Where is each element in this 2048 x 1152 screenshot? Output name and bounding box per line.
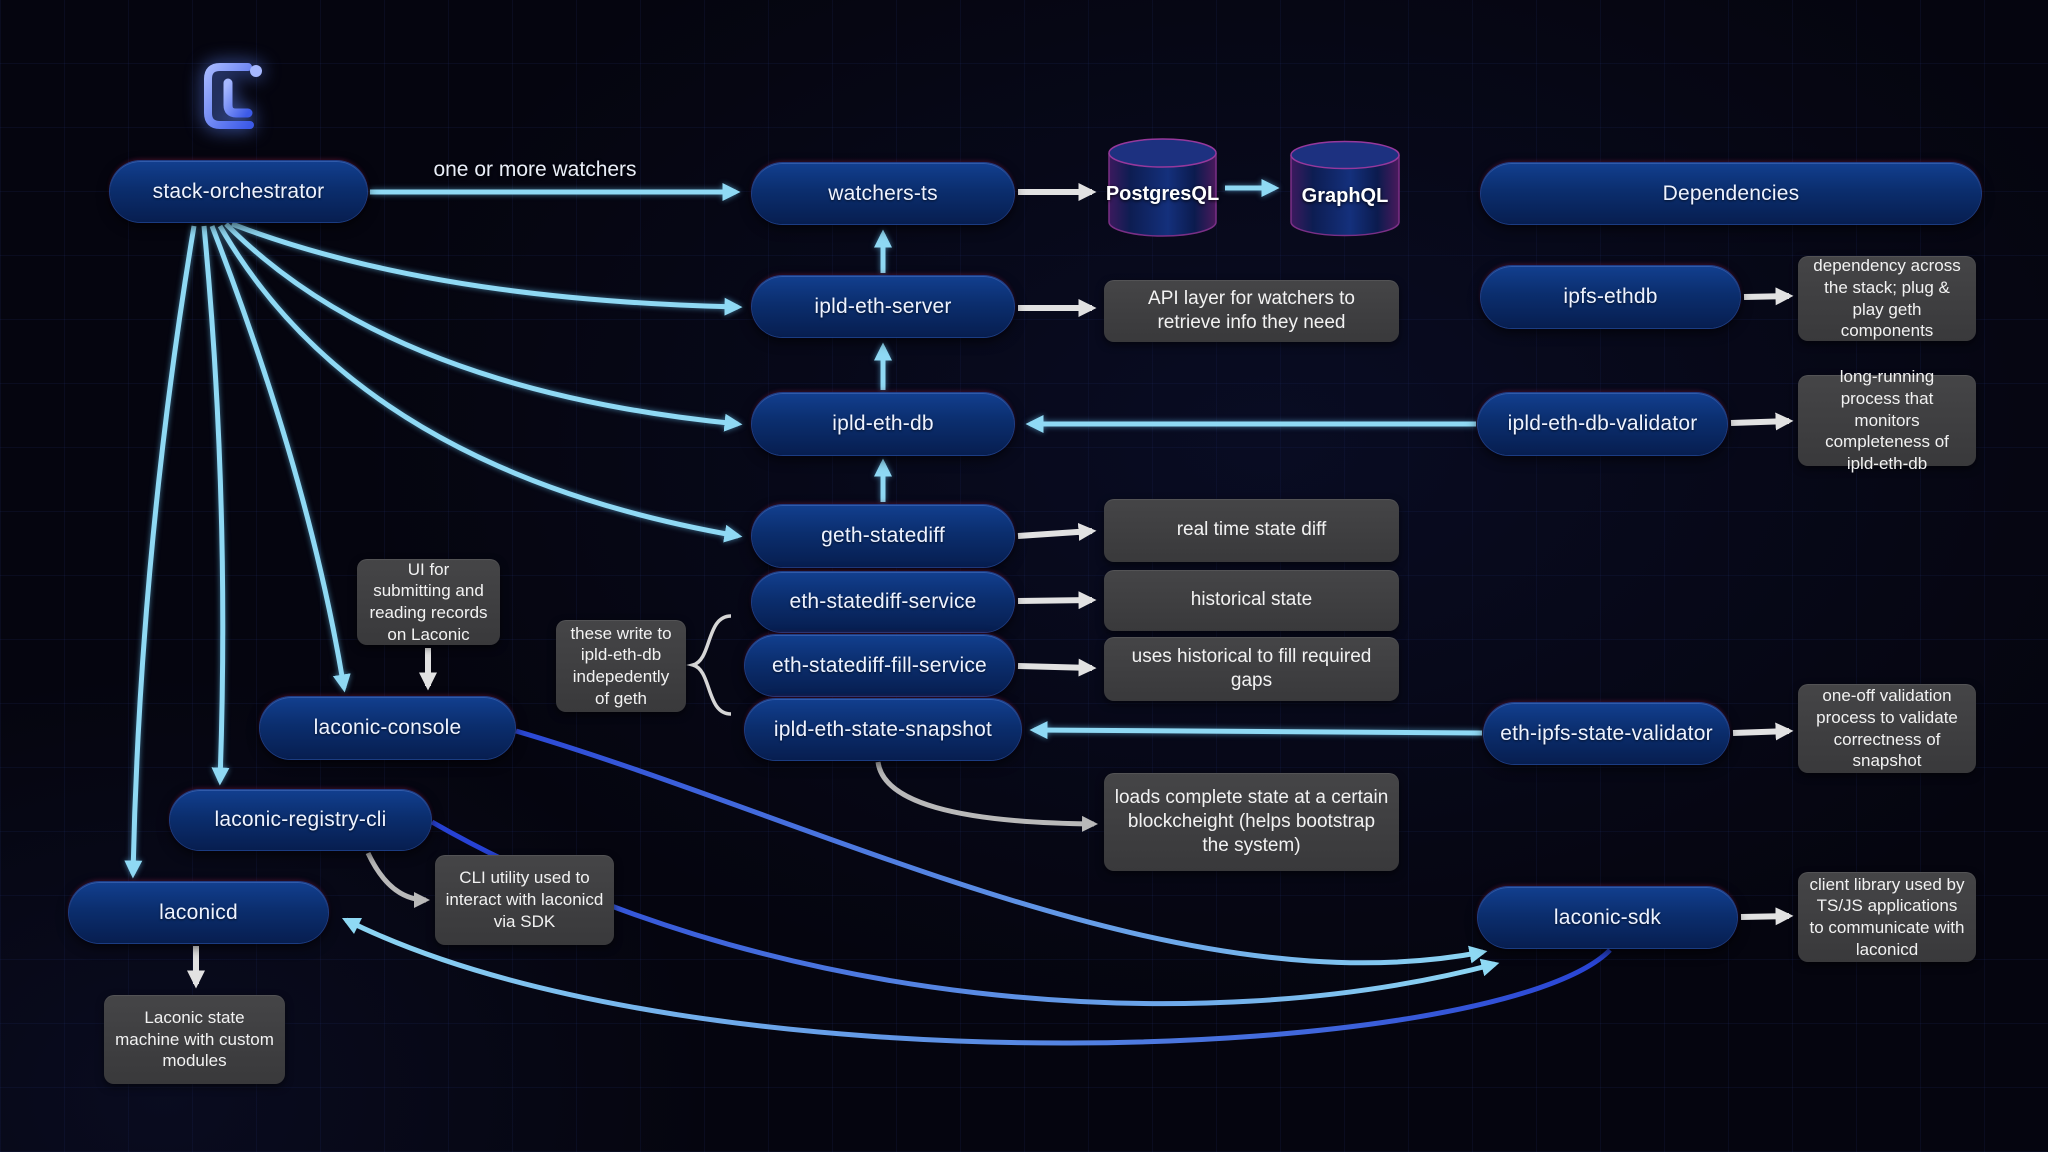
arrow-sdk-to-laconicd xyxy=(341,917,1612,1046)
node-eth-ipfs-state-validator: eth-ipfs-state-validator xyxy=(1484,703,1729,764)
note-dependency-across: dependency across the stack; plug & play… xyxy=(1798,256,1976,341)
arrows-validators xyxy=(1025,415,1483,740)
arrow-registry-to-cli-note xyxy=(365,851,430,908)
node-stack-orchestrator: stack-orchestrator xyxy=(110,161,367,222)
arrow-ipfs-ethdb-to-note xyxy=(1743,287,1794,306)
node-laconicd: laconicd xyxy=(69,882,328,943)
arrow-stack-to-geth-statediff xyxy=(217,224,743,543)
arrow-fill-to-gaps-note xyxy=(1017,658,1097,677)
arrow-state-validator-to-note xyxy=(1732,722,1794,741)
node-geth-statediff: geth-statediff xyxy=(752,505,1014,567)
note-real-time-state-diff: real time state diff xyxy=(1104,499,1399,562)
arrows-middle-column xyxy=(874,179,1280,502)
note-api-layer: API layer for watchers to retrieve info … xyxy=(1104,280,1399,342)
arrows-annotations xyxy=(187,183,1794,989)
note-long-running: long-running process that monitors compl… xyxy=(1798,367,1976,473)
database-postgresql: PostgresQL xyxy=(1104,137,1221,238)
node-eth-statediff-service: eth-statediff-service xyxy=(752,572,1014,632)
arrows-gray xyxy=(365,761,1098,908)
arrow-stack-to-ipld-eth-server xyxy=(231,221,743,316)
node-eth-statediff-fill-service: eth-statediff-fill-service xyxy=(745,635,1014,696)
arrow-sdk-to-note xyxy=(1740,907,1794,926)
arrow-db-validator-to-note xyxy=(1730,412,1794,431)
note-laconic-state-machine: Laconic state machine with custom module… xyxy=(104,995,285,1084)
arrow-geth-to-realtime-note xyxy=(1017,522,1097,541)
arrow-snapshot-to-loads-note xyxy=(875,761,1098,832)
node-laconic-sdk: laconic-sdk xyxy=(1478,887,1737,948)
database-label: GraphQL xyxy=(1301,184,1389,207)
node-ipld-eth-state-snapshot: ipld-eth-state-snapshot xyxy=(745,699,1021,760)
node-ipld-eth-server: ipld-eth-server xyxy=(752,276,1014,337)
arrow-stack-to-laconic-registry-cli xyxy=(201,225,230,786)
cylinder-icon xyxy=(1290,140,1400,237)
note-historical-gaps: uses historical to fill required gaps xyxy=(1104,637,1399,701)
label-one-or-more-watchers: one or more watchers xyxy=(433,158,637,181)
note-historical-state: historical state xyxy=(1104,570,1399,631)
arrow-stack-to-laconicd xyxy=(124,225,197,879)
node-ipld-eth-db: ipld-eth-db xyxy=(752,393,1014,455)
note-ui-submitting: UI for submitting and reading records on… xyxy=(357,559,500,645)
node-laconic-console: laconic-console xyxy=(260,697,515,759)
note-one-off-validation: one-off validation process to validate c… xyxy=(1798,684,1976,773)
note-loads-complete-state: loads complete state at a certain blockc… xyxy=(1104,773,1399,871)
note-cli-utility: CLI utility used to interact with laconi… xyxy=(435,855,614,945)
node-dependencies-header: Dependencies xyxy=(1481,163,1981,224)
database-label: PostgresQL xyxy=(1105,183,1220,205)
laconic-logo xyxy=(196,55,270,143)
database-graphql: GraphQL xyxy=(1286,140,1404,238)
arrow-service-to-historical-note xyxy=(1017,591,1097,610)
brace-statediff-services xyxy=(686,614,732,716)
node-laconic-registry-cli: laconic-registry-cli xyxy=(170,790,431,850)
arrow-stack-to-laconic-console xyxy=(209,225,351,693)
node-ipld-eth-db-validator: ipld-eth-db-validator xyxy=(1478,393,1727,455)
cylinder-icon xyxy=(1108,138,1217,237)
arrow-console-to-sdk xyxy=(515,728,1488,966)
arrow-state-validator-to-snapshot xyxy=(1029,721,1483,740)
node-watchers-ts: watchers-ts xyxy=(752,163,1014,224)
node-ipfs-ethdb: ipfs-ethdb xyxy=(1481,266,1740,328)
arrows-from-stack-orchestrator xyxy=(124,183,743,879)
laconic-logo-icon xyxy=(204,63,262,129)
note-client-library: client library used by TS/JS application… xyxy=(1798,872,1976,962)
note-these-write: these write to ipld-eth-db indepedently … xyxy=(556,620,686,712)
arrow-stack-to-ipld-eth-db xyxy=(224,222,743,432)
